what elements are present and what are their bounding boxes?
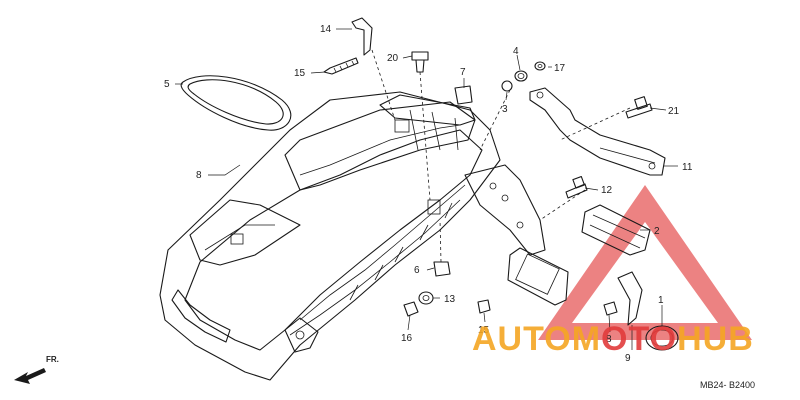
bolt-21-part: [625, 96, 653, 119]
watermark-text-ring: O: [601, 320, 628, 358]
callout-11: 9: [625, 353, 631, 364]
watermark: [538, 185, 752, 340]
watermark-text: AUTOMOTOHUB: [472, 320, 754, 358]
gasket-ring-part: [180, 75, 292, 131]
screw-part: [323, 57, 359, 75]
bolt-part: [411, 51, 429, 73]
callout-8-fender: 8: [196, 170, 202, 181]
leader-lines: [175, 28, 678, 350]
small-clip-part: [454, 85, 473, 105]
svg-text:AUTOMOTOHUB: AUTOMOTOHUB: [472, 320, 754, 358]
callout-2: 2: [654, 226, 660, 237]
watermark-text-part2: TO: [628, 320, 677, 358]
callout-5: 5: [164, 79, 170, 90]
callout-9: 11: [682, 162, 693, 173]
callout-21: 21: [668, 106, 680, 117]
callout-15: 15: [294, 68, 306, 79]
callout-12: 12: [601, 185, 613, 196]
front-arrow-icon: [14, 368, 46, 384]
license-bracket-part: [507, 247, 569, 306]
callout-20: 20: [387, 53, 399, 64]
watermark-triangle-logo: [538, 185, 752, 340]
callout-8-lamp: 8: [606, 334, 612, 345]
nut-clip-part: [433, 261, 451, 277]
callout-6: 6: [414, 265, 420, 276]
callout-14: 14: [320, 24, 332, 35]
callout-17: 16: [401, 333, 413, 344]
rear-fender-part: [159, 91, 546, 381]
callout-13: 13: [444, 294, 456, 305]
callout-16: 15: [478, 325, 490, 336]
callout-7: 7: [460, 67, 466, 78]
callout-labels: 14 15 20 5 8 7 4 17 3 21 11 12 2 6 13 16…: [164, 24, 693, 364]
watermark-text-part1: AUTOM: [472, 320, 601, 358]
bolt-12-part: [565, 175, 588, 199]
diagram-code: MB24- B2400: [700, 380, 755, 390]
callout-1: 1: [658, 295, 664, 306]
reflector-part: [581, 204, 651, 256]
callout-19: 17: [554, 63, 566, 74]
front-direction-indicator: FR.: [14, 355, 59, 384]
watermark-text-part3: HUB: [677, 320, 754, 358]
grommet-parts: [501, 61, 546, 92]
callout-3: 3: [502, 104, 508, 115]
front-direction-label: FR.: [46, 355, 59, 364]
callout-4: 4: [513, 46, 519, 57]
clip-part: [351, 17, 373, 56]
stay-bracket-part: [529, 87, 666, 176]
